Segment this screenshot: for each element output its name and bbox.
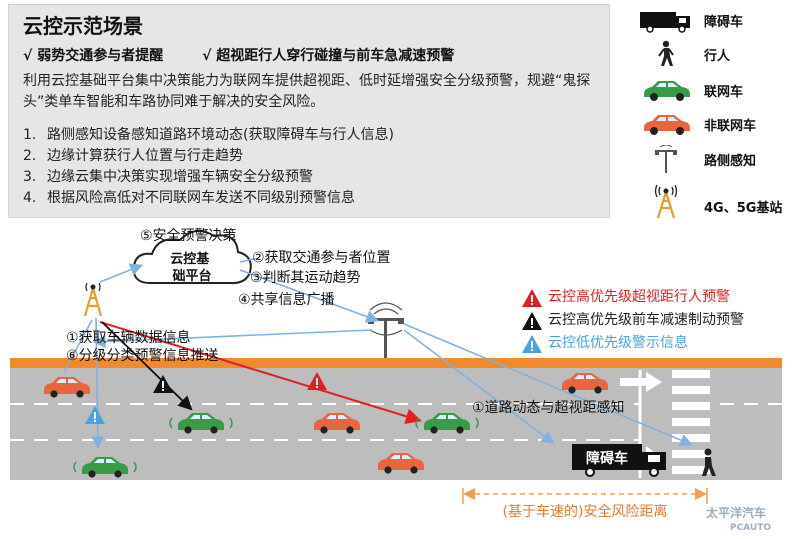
distance-label: (基于车速的)安全风险距离 xyxy=(503,503,668,520)
watermark-line: PCAUTO xyxy=(730,523,771,533)
black-warning-icon xyxy=(153,375,173,393)
step-obtain-participants-label: ②获取交通参与者位置 xyxy=(252,249,391,266)
legend-item-pedestrian: 行人 xyxy=(632,40,800,68)
cloud-label: 云控基 础平台 xyxy=(170,251,214,284)
flow-lines xyxy=(63,257,693,450)
cloud-platform-icon xyxy=(132,229,252,285)
legend-item-connected-car: 联网车 xyxy=(632,76,800,104)
step-item: 4.根据风险高低对不同联网车发送不同级别预警信息 xyxy=(23,190,355,206)
legend-label: 4G、5G基站 xyxy=(704,201,783,216)
connected-car-icon xyxy=(415,413,479,434)
cloud-label-line: 云控基 xyxy=(170,251,210,267)
obstacle-truck-icon xyxy=(572,444,666,477)
vehicles xyxy=(44,373,608,478)
step-push-warning-label: ⑥分级分类预警信息推送 xyxy=(66,347,219,364)
step-road-sense-label: ①道路动态与超视距感知 xyxy=(472,399,625,416)
base-station-icon xyxy=(83,282,103,317)
blue-warning-icon xyxy=(85,406,105,424)
black-warning-arrow xyxy=(101,321,193,411)
cloud-label-line: 础平台 xyxy=(172,268,211,284)
legend-label: 障碍车 xyxy=(704,15,744,30)
legend-item-non-connected-car: 非联网车 xyxy=(632,110,800,138)
pedestrian-icon xyxy=(702,448,716,476)
obstacle-truck-icon xyxy=(640,12,690,33)
step-decision-label: ⑤安全预警决策 xyxy=(140,227,237,244)
non-connected-car-icon xyxy=(562,373,608,394)
lane-arrow-icon xyxy=(620,372,662,392)
warning-label: 云控低优先级警示信息 xyxy=(548,335,688,351)
truck-label: 障碍车 xyxy=(586,450,628,467)
step-judge-trend-label: ③判断其运动趋势 xyxy=(250,270,361,286)
step-share-info-label: ④共享信息广播 xyxy=(238,291,335,308)
roadside-sensor-icon xyxy=(655,145,677,173)
non-connected-car-icon xyxy=(378,453,424,474)
legend-label: 行人 xyxy=(704,49,731,64)
roadside-sensor-icon xyxy=(368,302,404,358)
check-item: √ 超视距行人穿行碰撞与前车急减速预警 xyxy=(202,48,455,64)
step-item: 3.边缘云集中决策实现增强车辆安全分级预警 xyxy=(23,169,313,185)
info-panel: 云控示范场景 √ 弱势交通参与者提醒 √ 超视距行人穿行碰撞与前车急减速预警 利… xyxy=(8,4,610,218)
watermark: 太平洋汽车 PCAUTO xyxy=(706,505,771,533)
connected-car-icon xyxy=(644,81,690,101)
black-warning-icon xyxy=(522,312,542,330)
legend-item-truck: 障碍车 xyxy=(632,6,800,34)
road-edge xyxy=(10,358,782,368)
non-connected-car-icon xyxy=(644,115,690,135)
pedestrian-icon xyxy=(658,40,674,66)
scenario-title: 云控示范场景 xyxy=(23,14,143,38)
step-item: 1.路侧感知设备感知道路环境动态(获取障碍车与行人信息) xyxy=(23,127,394,143)
connected-car-icon xyxy=(73,457,137,478)
legend: 障碍车 行人 联网车 非联网车 路侧感知 xyxy=(632,0,800,228)
warning-label: 云控高优先级前车减速制动预警 xyxy=(548,312,744,328)
legend-item-base-station: 4G、5G基站 xyxy=(632,184,800,220)
red-warning-icon xyxy=(522,289,542,307)
legend-label: 路侧感知 xyxy=(704,154,757,169)
legend-label: 联网车 xyxy=(704,85,744,100)
lane-markings xyxy=(10,403,782,441)
watermark-line: 太平洋汽车 xyxy=(706,505,766,520)
legend-item-roadside-sensor: 路侧感知 xyxy=(632,145,800,173)
non-connected-car-icon xyxy=(314,413,360,434)
non-connected-car-icon xyxy=(44,377,90,398)
legend-label: 非联网车 xyxy=(704,119,757,134)
warning-label: 云控高优先级超视距行人预警 xyxy=(548,289,730,305)
step-obtain-vehicle-label: ①获取车辆数据信息 xyxy=(66,329,191,346)
connected-car-icon xyxy=(169,413,233,434)
check-items: √ 弱势交通参与者提醒 √ 超视距行人穿行碰撞与前车急减速预警 xyxy=(23,45,488,65)
scenario-description: 利用云控基础平台集中决策能力为联网车提供超视距、低时延增强安全分级预警，规避“鬼… xyxy=(23,73,591,110)
red-warning-arrow xyxy=(99,321,422,425)
step-list: 1.路侧感知设备感知道路环境动态(获取障碍车与行人信息) 2.边缘计算获行人位置… xyxy=(23,125,394,209)
step-item: 2.边缘计算获行人位置与行走趋势 xyxy=(23,148,243,164)
check-item: √ 弱势交通参与者提醒 xyxy=(23,48,164,64)
blue-warning-icon xyxy=(522,335,542,353)
red-warning-icon xyxy=(307,372,327,390)
base-station-icon xyxy=(654,184,678,218)
